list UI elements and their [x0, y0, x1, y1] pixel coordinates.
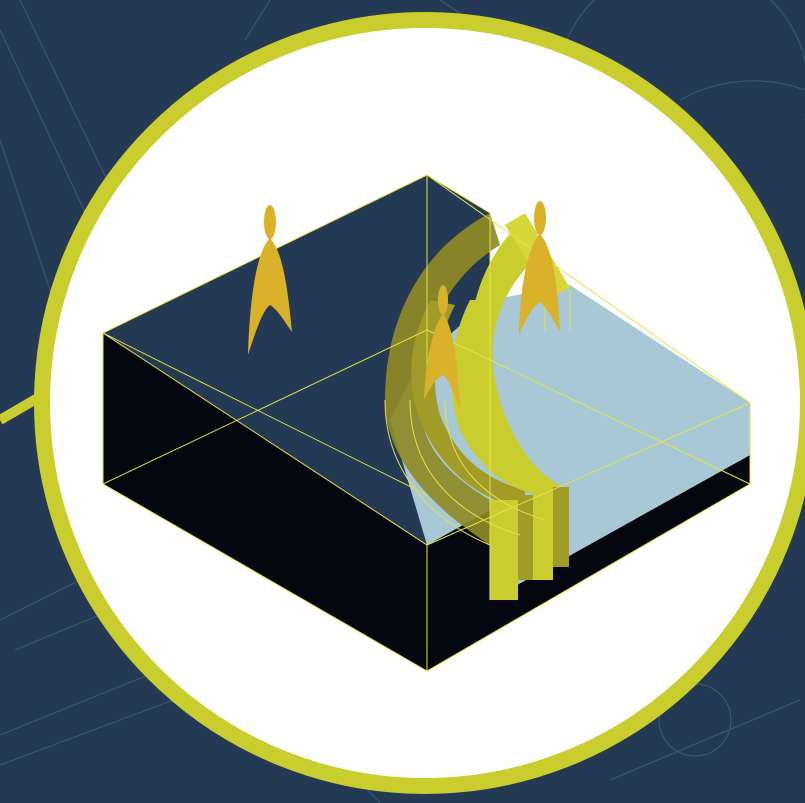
bg-line — [245, 0, 270, 40]
pillar — [518, 495, 533, 580]
bg-arc — [680, 81, 805, 100]
bg-line — [0, 690, 200, 765]
pillar — [553, 487, 569, 567]
pillar — [533, 490, 553, 580]
